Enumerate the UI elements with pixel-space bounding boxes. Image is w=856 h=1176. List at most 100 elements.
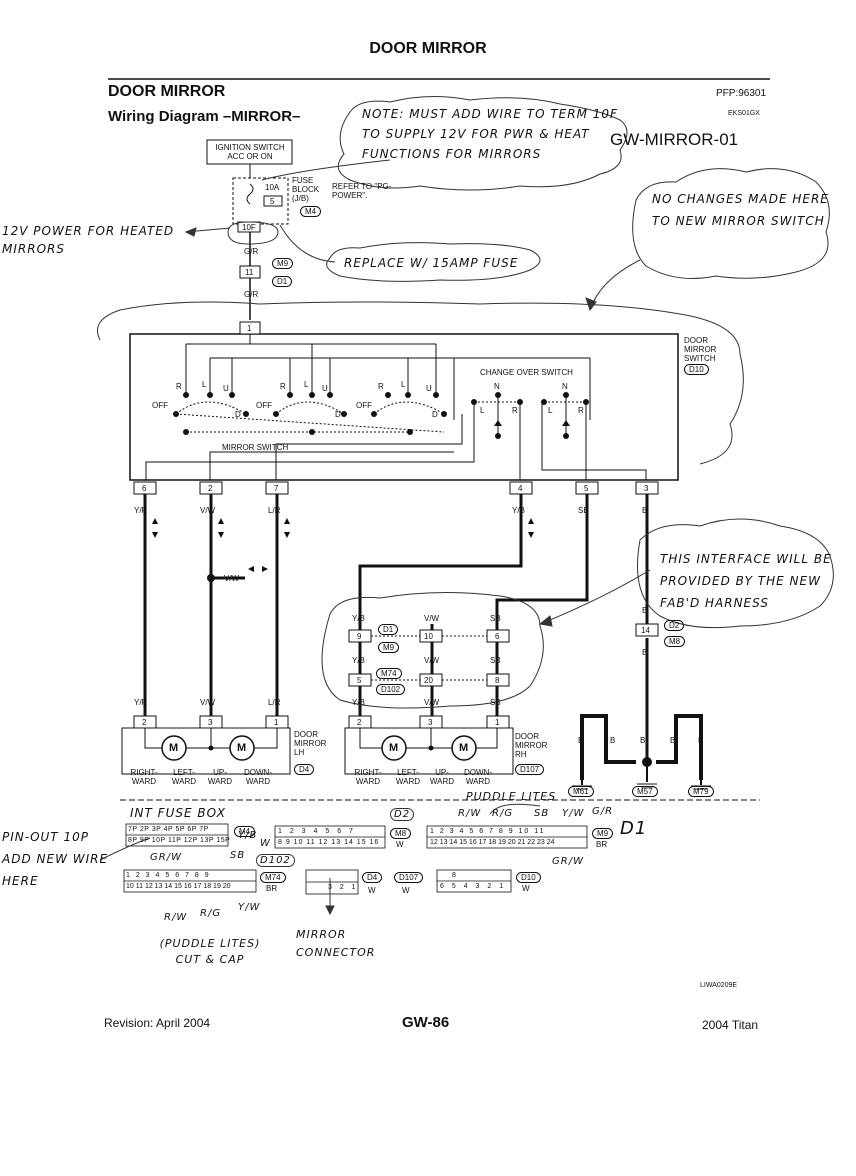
diagram-code: LIWA0209E — [700, 982, 738, 989]
d10-top-row: 8 — [452, 872, 456, 879]
hw-yb: Y/B — [238, 830, 258, 841]
interface-note: THIS INTERFACE WILL BE PROVIDED BY THE N… — [660, 552, 832, 610]
section-title: DOOR MIRROR — [108, 83, 226, 100]
mc-6: 6 — [495, 632, 500, 641]
wire-b-top: B — [642, 506, 648, 515]
wire-b-mid1: B — [642, 606, 648, 615]
lh-term-2: 2 — [142, 718, 147, 727]
sw-term-7: 7 — [274, 484, 279, 493]
diagram-id: GW-MIRROR-01 — [610, 130, 739, 149]
conn-m8-mid: M8 — [664, 636, 686, 647]
m74-bot-row: 10 11 12 13 14 15 16 17 18 19 20 — [126, 883, 231, 890]
pinout-note: PIN-OUT 10P ADD NEW WIRE HERE — [2, 830, 109, 888]
hw-d2: D2 — [390, 808, 415, 821]
conn-m8-bot: M8 — [390, 828, 412, 839]
mirror-switch-label: MIRROR SWITCH — [222, 443, 289, 452]
lh-motor-1: M — [169, 742, 179, 754]
co-r-1: R — [512, 406, 518, 415]
co-l-1: L — [480, 406, 485, 415]
wire-yb-top: Y/B — [512, 506, 525, 515]
fuse-amp: 10A — [265, 183, 280, 192]
wire-b-g1: B — [578, 736, 584, 745]
conn-m74-mid: M74 — [376, 668, 402, 679]
hw-w: W — [260, 838, 271, 849]
wire-vw-branch: V/W — [224, 574, 240, 583]
sw-l-2: L — [304, 380, 309, 389]
co-r-2: R — [578, 406, 584, 415]
hw-d1: D1 — [620, 818, 648, 839]
conn-d107-bot: D107 — [394, 872, 424, 883]
conn-d4-bot: D4 — [362, 872, 383, 883]
footer-page: GW-86 — [402, 1014, 450, 1031]
sw-u-3: U — [426, 384, 432, 393]
hw-gr-top: G/R — [592, 806, 614, 817]
conn-d4: D4 — [294, 764, 315, 775]
lh-term-1: 1 — [274, 718, 279, 727]
sw-l-3: L — [401, 380, 406, 389]
mc-8: 8 — [495, 676, 500, 685]
conn-d102-mid: D102 — [376, 684, 406, 695]
no-changes-note: NO CHANGES MADE HERE TO NEW MIRROR SWITC… — [652, 192, 829, 228]
ground-m79: M79 — [688, 786, 714, 797]
d10-bot-row: 6 5 4 3 2 1 — [440, 883, 507, 890]
m8-top-row: 1 2 3 4 5 6 7 — [278, 828, 356, 835]
refer-text: REFER TO "PG-POWER". — [332, 182, 392, 200]
conn-m9-mid: M9 — [378, 642, 400, 653]
wire-sb-mid2: SB — [490, 656, 501, 665]
lh-label: DOOR MIRROR LH — [294, 730, 327, 757]
rh-label: DOOR MIRROR RH — [515, 732, 548, 759]
wire-sb-mid1: SB — [490, 614, 501, 623]
d107-color: W — [402, 886, 410, 895]
rh-cap-1: RIGHT-WARD — [354, 768, 382, 786]
m9-top-row: 1 2 3 4 5 6 7 8 9 10 11 — [430, 828, 546, 835]
wire-gr-1: G/R — [244, 247, 259, 256]
sw-term-5: 5 — [584, 484, 589, 493]
pfp-code: PFP:96301 — [716, 88, 767, 99]
sw-term-3: 3 — [644, 484, 649, 493]
sw-u-1: U — [223, 384, 229, 393]
footer-model: 2004 Titan — [702, 1018, 759, 1032]
wire-yb-bot: Y/B — [352, 698, 365, 707]
m9-bot-row: 12 13 14 15 16 17 18 19 20 21 22 23 24 — [430, 839, 555, 846]
lh-term-3: 3 — [208, 718, 213, 727]
power-note: 12V POWER FOR HEATED MIRRORS — [2, 224, 175, 256]
mc-14: 14 — [641, 626, 650, 635]
conn-d10-bot: D10 — [516, 872, 541, 883]
ground-m57: M57 — [632, 786, 658, 797]
rh-motor-1: M — [389, 742, 399, 754]
wire-vw-mid1: V/W — [424, 614, 440, 623]
wire-yr-top: Y/R — [134, 506, 148, 515]
fuse-block — [232, 177, 289, 225]
sw-d-1: D — [235, 410, 241, 419]
d10-color: W — [522, 884, 530, 893]
hw-d102: D102 — [256, 854, 295, 867]
note-handwritten: NOTE: MUST ADD WIRE TO TERM 10F TO SUPPL… — [362, 107, 618, 161]
conn-m9-top: M9 — [272, 258, 294, 269]
rh-term-3: 3 — [428, 718, 433, 727]
co-l-2: L — [548, 406, 553, 415]
wire-gr-2: G/R — [244, 290, 259, 299]
fuse-block-label: FUSE BLOCK (J/B) — [292, 176, 320, 203]
m8-bot-row: 8 9 10 11 12 13 14 15 16 — [278, 839, 380, 846]
sw-off-2: OFF — [256, 401, 272, 410]
hw-puddle-top: PUDDLE LITES — [466, 790, 557, 803]
diagram-subtitle: Wiring Diagram –MIRROR– — [108, 108, 301, 125]
conn-m4-bot: M4 — [234, 826, 256, 837]
hw-grw-2: GR/W — [552, 856, 584, 867]
hw-sb-top: SB — [534, 808, 550, 819]
wire-vw-bot-lh: V/W — [200, 698, 216, 707]
hw-puddle-bot: (PUDDLE LITES) CUT & CAP — [159, 937, 261, 966]
rh-motor-2: M — [459, 742, 469, 754]
sw-d-2: D — [335, 410, 341, 419]
m4-bot-row: 8P 9P 10P 11P 12P 13P 15P — [128, 837, 231, 844]
conn-m9-bot: M9 — [592, 828, 614, 839]
co-n-1: N — [494, 382, 500, 391]
hw-rg-top: R/G — [492, 808, 514, 819]
co-n-2: N — [562, 382, 568, 391]
mc-5: 5 — [357, 676, 362, 685]
m74-top-row: 1 2 3 4 5 6 7 8 9 — [126, 872, 211, 879]
rh-cap-2: LEFT-WARD — [395, 768, 421, 786]
lh-cap-2: LEFT-WARD — [171, 768, 197, 786]
ground-m61: M61 — [568, 786, 594, 797]
small-code: EKS01GX — [728, 110, 760, 117]
